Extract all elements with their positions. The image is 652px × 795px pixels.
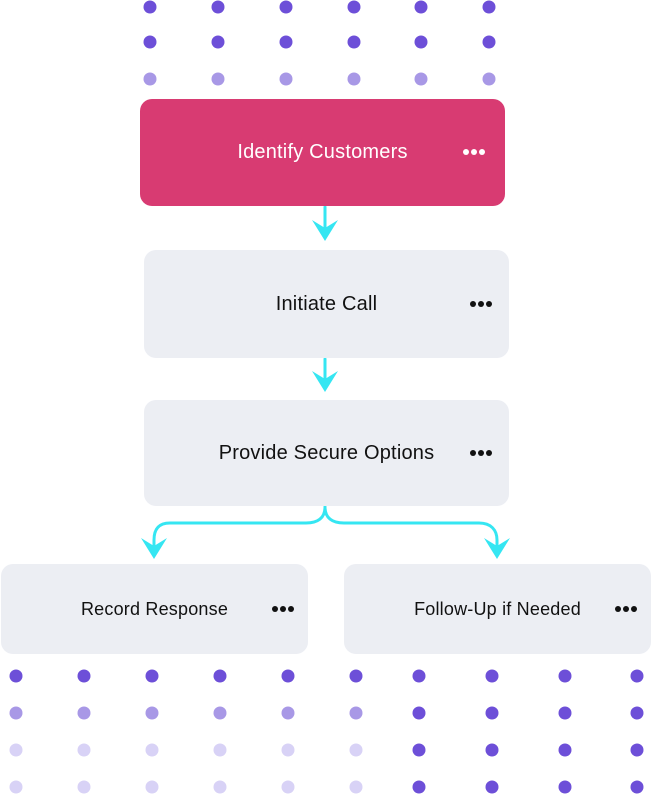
arrowhead-follow-up xyxy=(484,538,510,559)
more-horizontal-icon[interactable] xyxy=(470,301,492,307)
decorative-dot xyxy=(281,743,295,757)
decorative-dot xyxy=(9,669,23,683)
decorative-dot xyxy=(412,706,426,720)
decorative-dot xyxy=(213,669,227,683)
node-label: Record Response xyxy=(80,598,229,619)
decorative-dot xyxy=(558,743,572,757)
decorative-dot xyxy=(630,743,644,757)
decorative-dot xyxy=(213,743,227,757)
node-label: Provide Secure Options xyxy=(218,441,435,464)
decorative-dot xyxy=(9,706,23,720)
decorative-dot xyxy=(485,780,499,794)
more-horizontal-icon[interactable] xyxy=(272,606,294,612)
decorative-dot xyxy=(630,706,644,720)
decorative-dot xyxy=(9,780,23,794)
decorative-dot xyxy=(347,0,361,14)
decorative-dot xyxy=(558,669,572,683)
decorative-dot xyxy=(281,669,295,683)
decorative-dot xyxy=(349,669,363,683)
decorative-dot xyxy=(145,706,159,720)
decorative-dot xyxy=(281,780,295,794)
node-label: Identify Customers xyxy=(237,141,408,163)
node-label: Follow-Up if Needed xyxy=(414,598,581,619)
decorative-dot xyxy=(414,35,428,49)
decorative-dot xyxy=(347,72,361,86)
decorative-dot xyxy=(412,743,426,757)
decorative-dot xyxy=(558,706,572,720)
node-follow-up-if-needed[interactable]: Follow-Up if Needed xyxy=(344,564,651,654)
decorative-dot xyxy=(77,780,91,794)
decorative-dot xyxy=(412,669,426,683)
decorative-dot xyxy=(349,706,363,720)
decorative-dot xyxy=(143,72,157,86)
decorative-dot xyxy=(558,780,572,794)
node-label: Initiate Call xyxy=(275,292,378,315)
node-record-response[interactable]: Record Response xyxy=(1,564,308,654)
node-identify-customers[interactable]: Identify Customers xyxy=(140,99,505,206)
connector-provide-to-follow-up xyxy=(323,505,499,550)
decorative-dot xyxy=(349,743,363,757)
decorative-dot xyxy=(414,72,428,86)
decorative-dot xyxy=(145,780,159,794)
arrowhead-initiate xyxy=(312,220,338,241)
decorative-dot xyxy=(414,0,428,14)
decorative-dot xyxy=(145,669,159,683)
more-horizontal-icon[interactable] xyxy=(615,606,637,612)
decorative-dot xyxy=(211,72,225,86)
decorative-dot xyxy=(482,0,496,14)
decorative-dot xyxy=(77,743,91,757)
decorative-dot xyxy=(9,743,23,757)
decorative-dot xyxy=(482,35,496,49)
decorative-dot xyxy=(211,0,225,14)
decorative-dot xyxy=(485,743,499,757)
node-initiate-call[interactable]: Initiate Call xyxy=(144,250,509,358)
decorative-dot xyxy=(281,706,295,720)
decorative-dot xyxy=(347,35,361,49)
decorative-dot xyxy=(77,706,91,720)
decorative-dot xyxy=(143,0,157,14)
decorative-dot xyxy=(485,706,499,720)
arrowhead-provide xyxy=(312,371,338,392)
decorative-dot xyxy=(412,780,426,794)
more-horizontal-icon[interactable] xyxy=(470,450,492,456)
more-horizontal-icon[interactable] xyxy=(463,149,485,155)
decorative-dot xyxy=(485,669,499,683)
decorative-dot xyxy=(349,780,363,794)
arrowhead-record xyxy=(141,538,167,559)
connector-provide-to-record xyxy=(152,505,327,550)
decorative-dot xyxy=(279,72,293,86)
decorative-dot xyxy=(630,780,644,794)
node-provide-secure-options[interactable]: Provide Secure Options xyxy=(144,400,509,506)
decorative-dot xyxy=(145,743,159,757)
decorative-dot xyxy=(279,35,293,49)
decorative-dot xyxy=(630,669,644,683)
decorative-dot xyxy=(482,72,496,86)
decorative-dot xyxy=(211,35,225,49)
decorative-dot xyxy=(143,35,157,49)
decorative-dot xyxy=(213,780,227,794)
decorative-dot xyxy=(213,706,227,720)
decorative-dot xyxy=(279,0,293,14)
decorative-dot xyxy=(77,669,91,683)
